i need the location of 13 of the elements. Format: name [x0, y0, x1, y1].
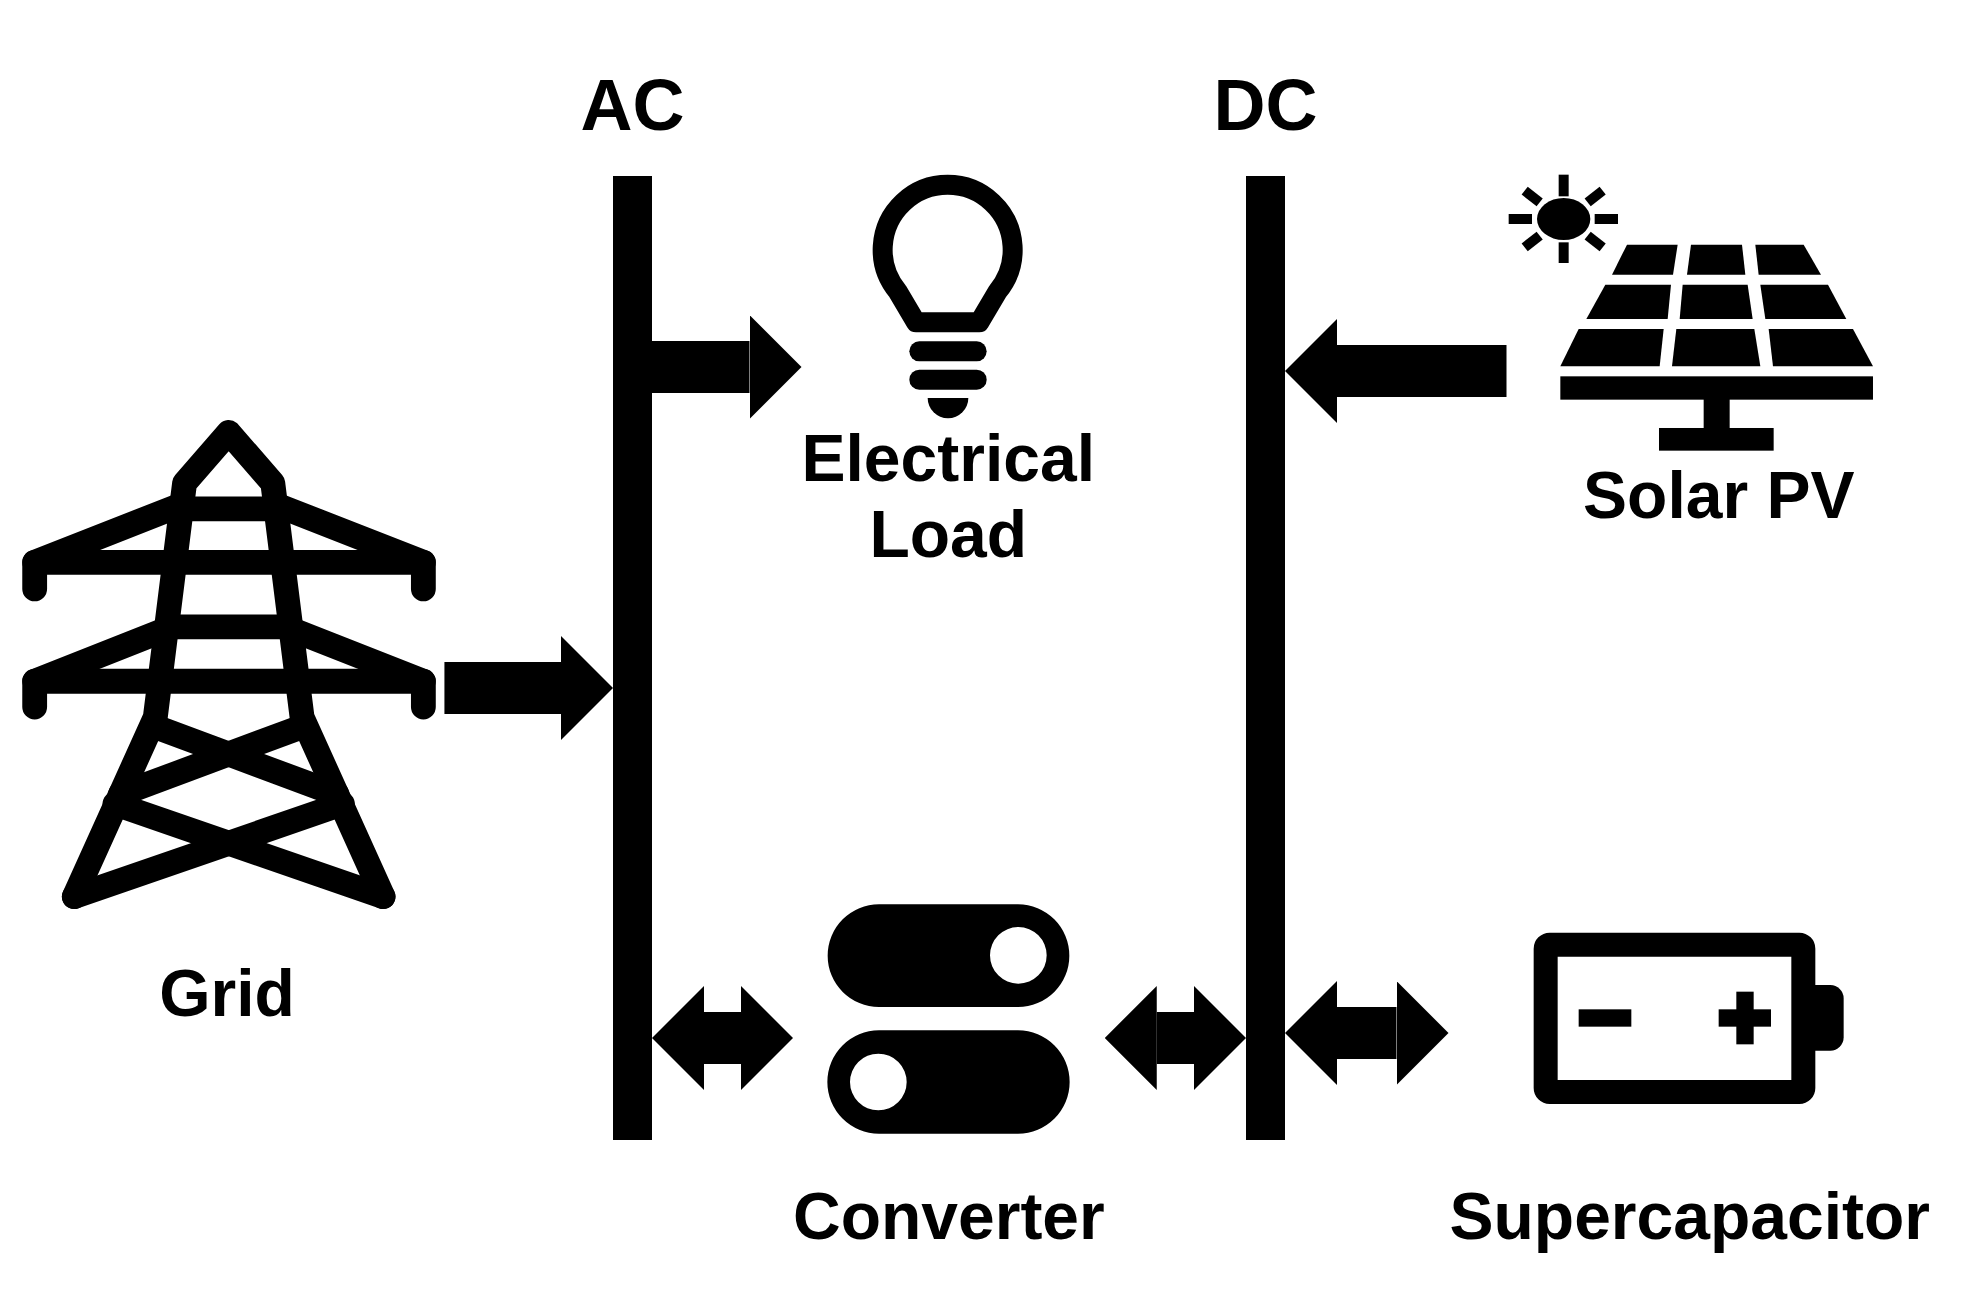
- component-label: Converter: [793, 1179, 1105, 1255]
- component-label: Solar PV: [1583, 457, 1855, 534]
- double-headed-block-arrow: [1285, 981, 1449, 1085]
- block-arrow: [652, 315, 802, 419]
- component-label: Electrical Load: [801, 419, 1096, 572]
- bus-label: DC: [1213, 64, 1318, 147]
- bus-label: AC: [580, 64, 685, 147]
- double-headed-block-arrow: [1104, 986, 1246, 1090]
- double-headed-block-arrow: [652, 986, 793, 1090]
- block-arrow: [444, 636, 613, 740]
- block-arrow: [1285, 319, 1507, 423]
- component-label: Grid: [159, 956, 295, 1033]
- component-label: Supercapacitor: [1449, 1179, 1930, 1255]
